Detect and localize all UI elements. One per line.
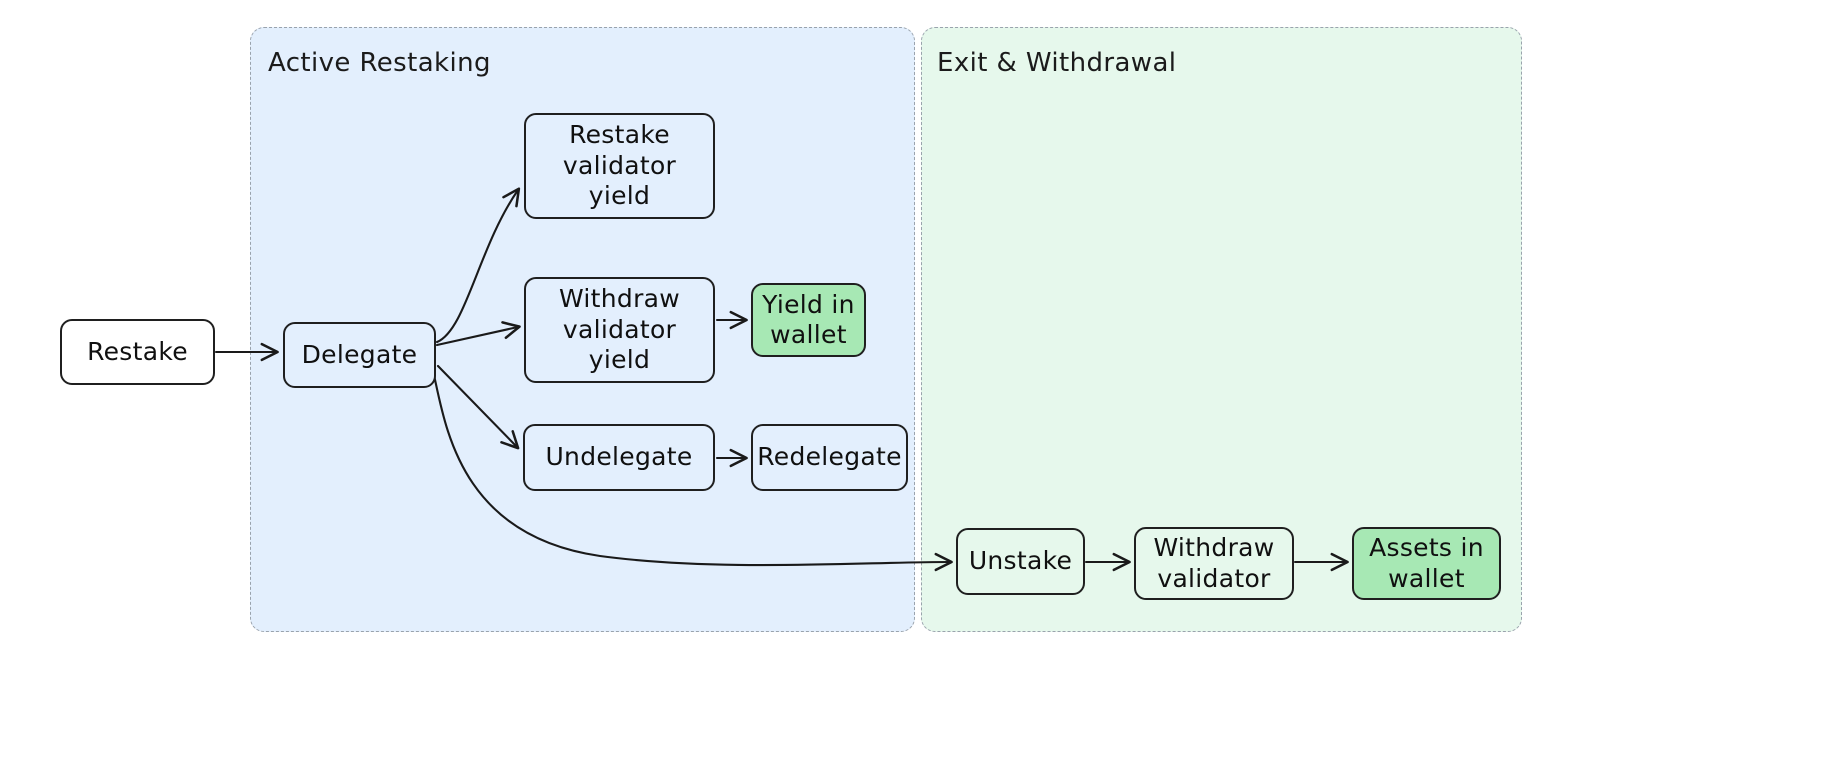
node-assets-in-wallet-label: Assets in wallet: [1369, 533, 1484, 593]
cluster-label-active-restaking: Active Restaking: [268, 48, 491, 78]
node-assets-in-wallet[interactable]: Assets in wallet: [1352, 527, 1501, 600]
node-yield-in-wallet[interactable]: Yield in wallet: [751, 283, 866, 357]
node-unstake[interactable]: Unstake: [956, 528, 1085, 595]
node-redelegate-label: Redelegate: [757, 442, 902, 472]
node-withdraw-validator[interactable]: Withdraw validator: [1134, 527, 1294, 600]
node-undelegate-label: Undelegate: [545, 442, 693, 472]
node-yield-in-wallet-label: Yield in wallet: [762, 289, 855, 350]
node-restake[interactable]: Restake: [60, 319, 215, 385]
node-delegate[interactable]: Delegate: [283, 322, 436, 388]
node-withdraw-validator-label: Withdraw validator: [1153, 533, 1275, 593]
node-redelegate[interactable]: Redelegate: [751, 424, 908, 491]
node-withdraw-validator-yield-label: Withdraw validator yield: [558, 284, 681, 375]
node-withdraw-validator-yield[interactable]: Withdraw validator yield: [524, 277, 715, 383]
node-restake-label: Restake: [87, 336, 188, 366]
node-delegate-label: Delegate: [301, 339, 418, 369]
node-undelegate[interactable]: Undelegate: [523, 424, 715, 491]
node-restake-validator-yield[interactable]: Restake validator yield: [524, 113, 715, 219]
node-restake-validator-yield-label: Restake validator yield: [562, 120, 677, 211]
node-unstake-label: Unstake: [968, 546, 1073, 576]
cluster-label-exit-withdrawal: Exit & Withdrawal: [937, 48, 1177, 78]
